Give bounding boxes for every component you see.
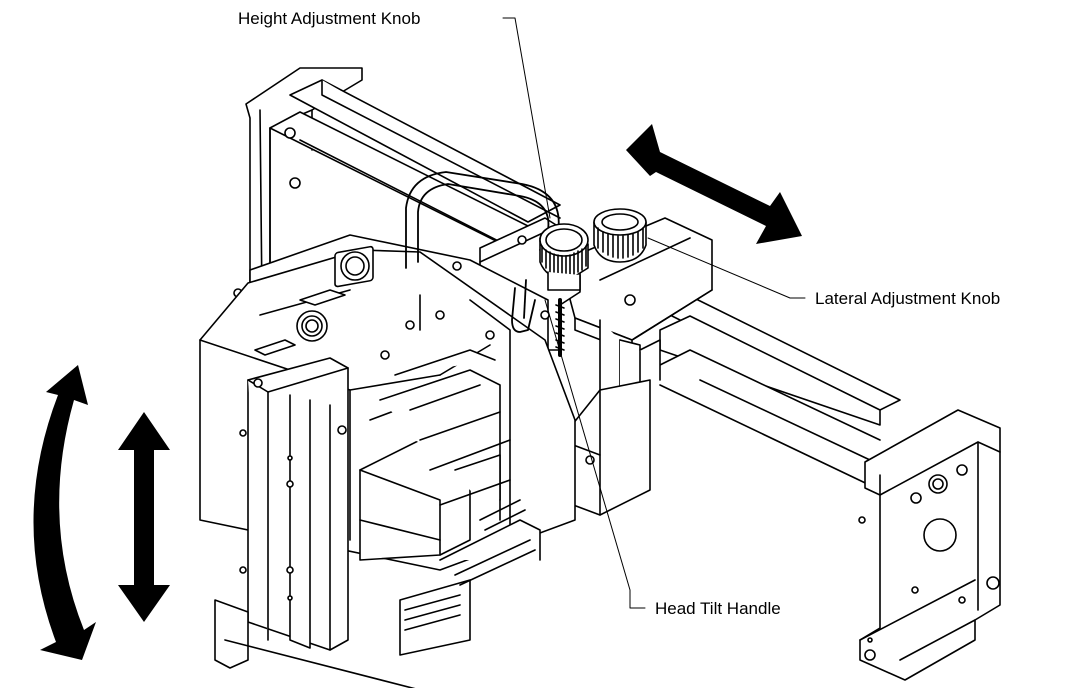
cable-connector-upper [334,245,374,288]
vertical-double-arrow-icon [118,412,170,622]
leader-lines [502,17,806,609]
callout-head-tilt-handle: Head Tilt Handle [655,599,781,618]
callout-lateral-adjustment-knob: Lateral Adjustment Knob [815,289,1001,308]
lower-rail [659,295,901,491]
curved-double-arrow-icon [33,365,96,660]
right-end-bracket [858,409,1001,681]
leader-lateral-knob [647,237,806,299]
cable-connector-lower [296,310,328,342]
ink-cartridges [359,349,541,656]
double-headed-arrow-icon [626,124,802,244]
leader-tilt-handle [544,299,646,609]
upper-rail [269,79,561,253]
head-tilt-handle [405,171,560,333]
callout-height-adjustment-knob: Height Adjustment Knob [238,9,421,28]
lateral-adjustment-knob [593,208,647,263]
height-adjustment-spring [555,298,565,357]
leader-height-knob [502,17,551,219]
front-side-plate [214,357,416,688]
height-adjustment-knob [539,223,589,291]
